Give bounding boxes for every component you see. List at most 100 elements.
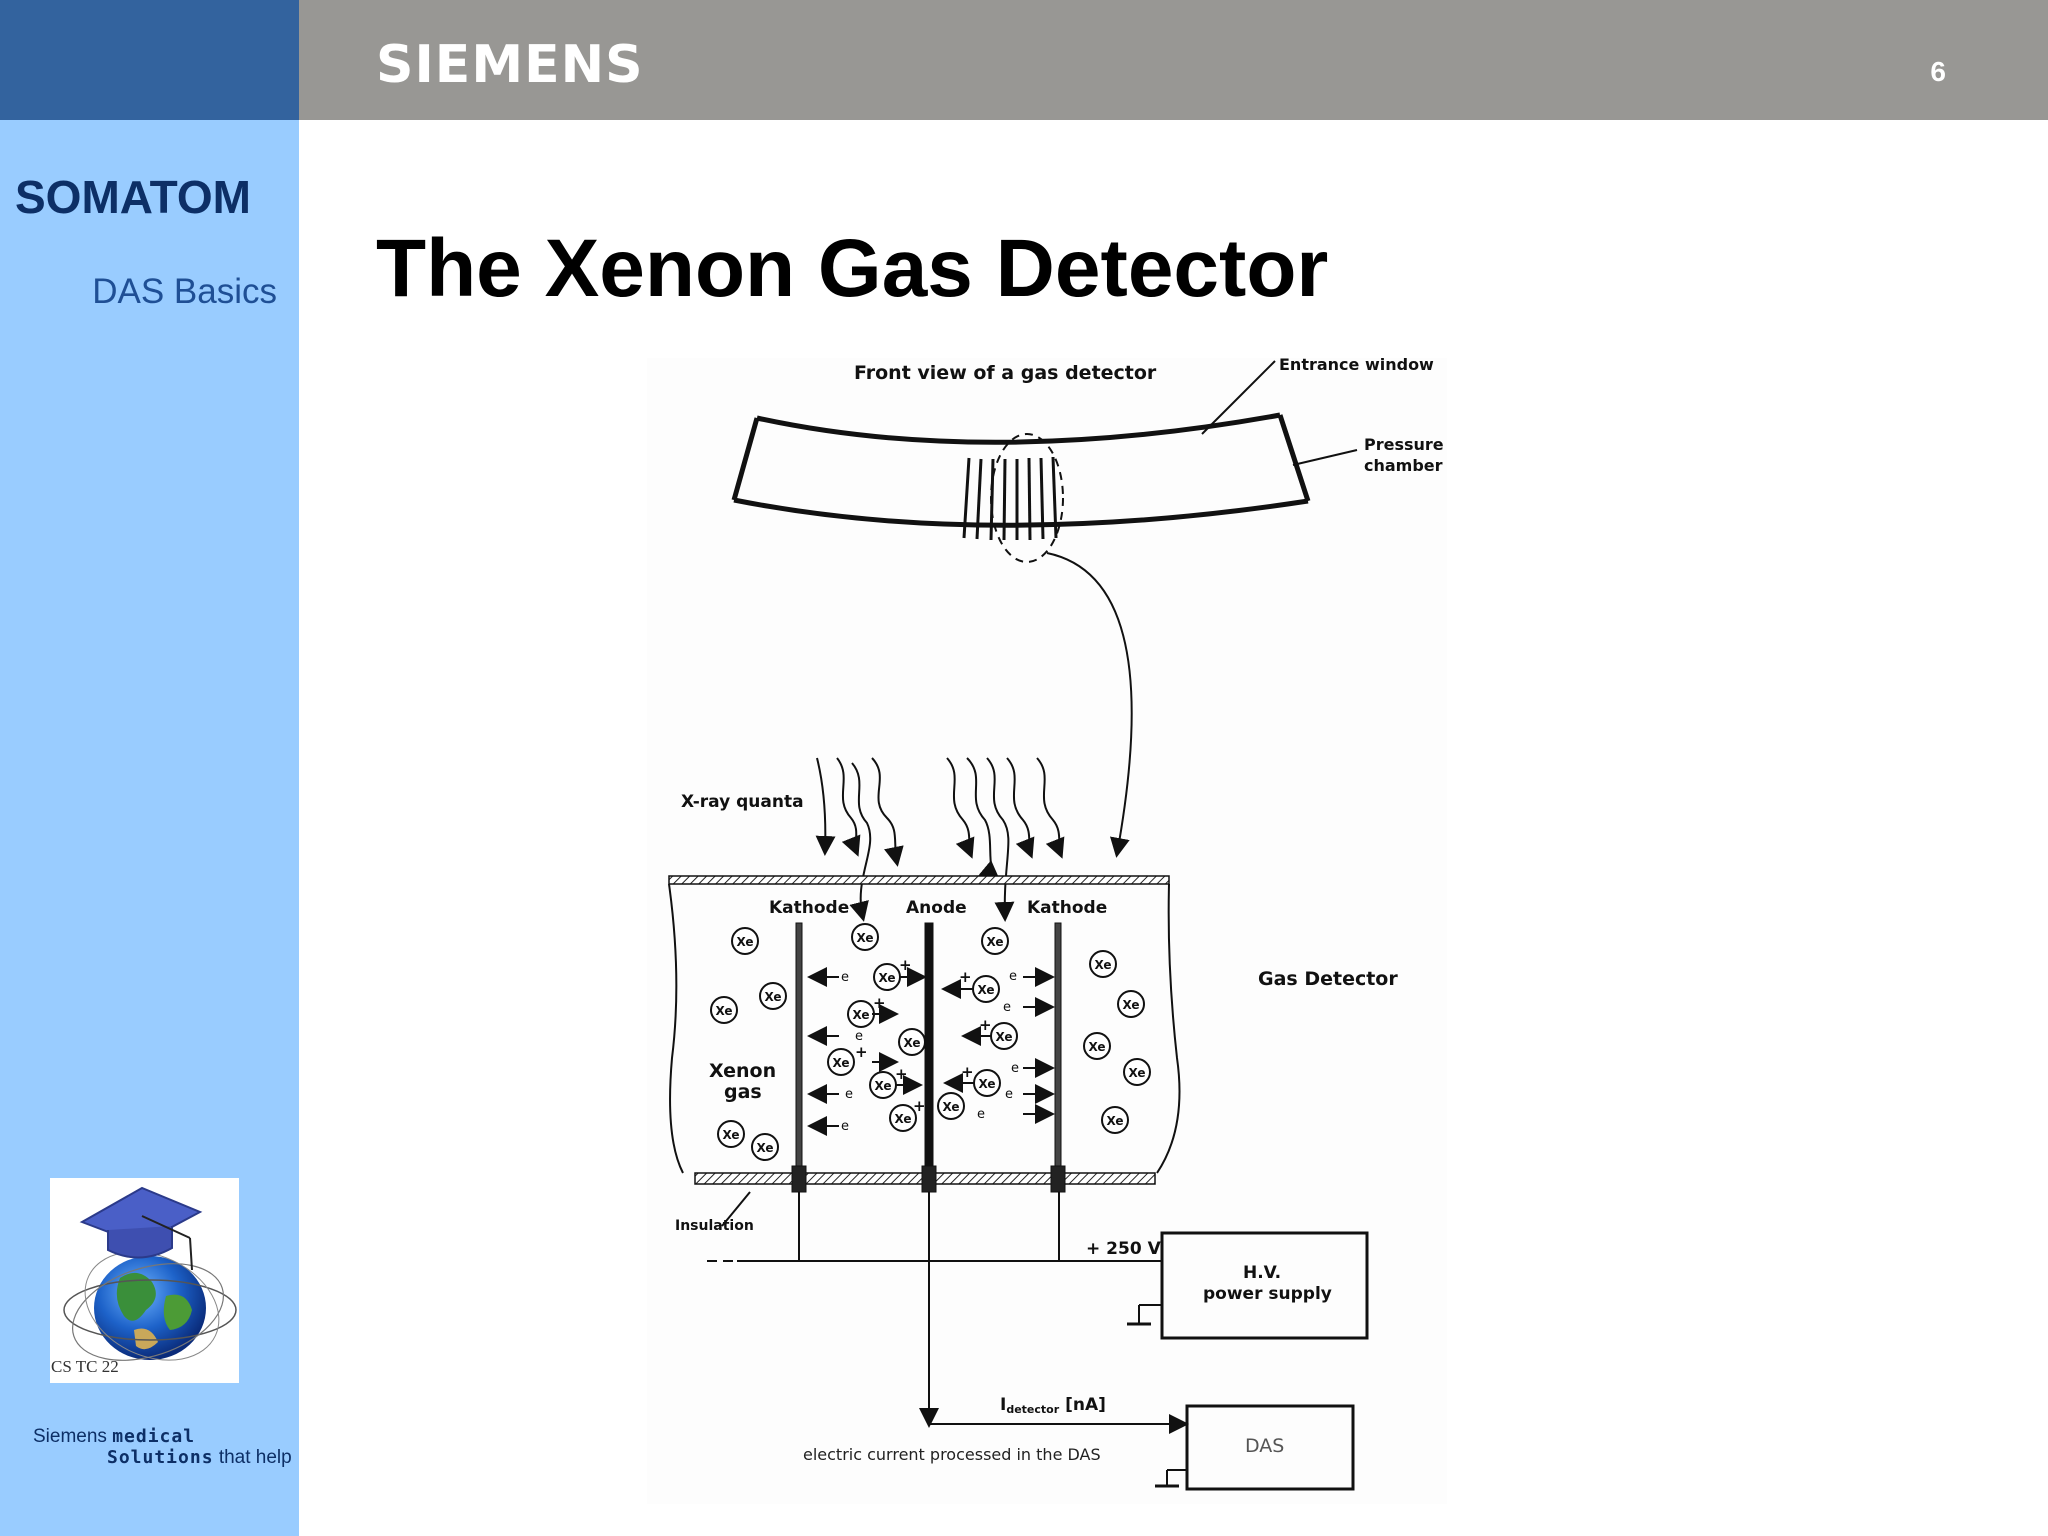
detail-pointer-arrow bbox=[1046, 552, 1133, 858]
xe-atom-label: Xe bbox=[1094, 958, 1111, 972]
xe-atom: Xe bbox=[717, 1120, 745, 1148]
product-name: SOMATOM bbox=[15, 171, 251, 223]
left-kathode-plate bbox=[795, 922, 803, 1174]
section-name: DAS Basics bbox=[92, 272, 277, 311]
xe-atom-label: Xe bbox=[903, 1036, 920, 1050]
xenon-label: Xenon bbox=[709, 1060, 776, 1082]
tagline-line2: Solutions that help bbox=[107, 1447, 292, 1469]
ion-plus-label: + bbox=[895, 1065, 908, 1083]
ion-plus-label: + bbox=[959, 968, 972, 986]
current-unit: [nA] bbox=[1059, 1395, 1106, 1415]
ion-plus-label: + bbox=[899, 956, 912, 974]
xe-atom-label: Xe bbox=[878, 971, 895, 985]
chamber-label: chamber bbox=[1364, 456, 1443, 475]
header-bar bbox=[299, 0, 2048, 120]
xe-atom: Xe bbox=[1101, 1106, 1129, 1134]
ion-plus-label: + bbox=[855, 1043, 868, 1061]
electron-label: e bbox=[1005, 1087, 1013, 1102]
gas-detector-label: Gas Detector bbox=[1258, 968, 1398, 990]
xe-atom: Xe bbox=[873, 963, 901, 991]
right-kathode-plate bbox=[1054, 922, 1062, 1174]
gas-label: gas bbox=[724, 1081, 762, 1103]
xe-atom: Xe bbox=[751, 1133, 779, 1161]
logo-caption: CS TC 22 bbox=[51, 1357, 119, 1376]
xe-atom-label: Xe bbox=[942, 1100, 959, 1114]
das-label: DAS bbox=[1245, 1435, 1284, 1457]
header-brand-block bbox=[0, 0, 299, 120]
electron-label: e bbox=[855, 1029, 863, 1044]
gas-detector-schematic: Xe Xe Xe Xe Xe Xe Xe Xe Xe Xe Xe Xe Xe X… bbox=[668, 355, 1444, 1491]
current-subscript: detector bbox=[1006, 1403, 1059, 1416]
ion-plus-label: + bbox=[913, 1097, 926, 1115]
electron-label: e bbox=[977, 1107, 985, 1122]
electron-label: e bbox=[1003, 1000, 1011, 1015]
xe-atom-label: Xe bbox=[722, 1128, 739, 1142]
xe-atom: Xe bbox=[990, 1022, 1018, 1050]
xe-atom-label: Xe bbox=[856, 931, 873, 945]
front-view-label: Front view of a gas detector bbox=[854, 362, 1157, 384]
hv-label-line1: H.V. bbox=[1243, 1263, 1281, 1283]
electron-label: e bbox=[841, 970, 849, 985]
entrance-window-label: Entrance window bbox=[1279, 358, 1434, 374]
xe-atom: Xe bbox=[898, 1028, 926, 1056]
pressure-label: Pressure bbox=[1364, 435, 1444, 454]
globe-graduation-cap-icon bbox=[63, 1186, 237, 1361]
detector-current-label: Idetector [nA] bbox=[1000, 1395, 1106, 1416]
voltage-label: + 250 V bbox=[1086, 1239, 1162, 1259]
xe-atom-label: Xe bbox=[874, 1079, 891, 1093]
xe-atom-label: Xe bbox=[715, 1004, 732, 1018]
xe-atom-label: Xe bbox=[1088, 1040, 1105, 1054]
chamber-top-window bbox=[668, 875, 1170, 885]
insulation-label: Insulation bbox=[675, 1218, 754, 1234]
tagline-siemens: Siemens bbox=[33, 1426, 113, 1447]
xe-atom: Xe bbox=[889, 1104, 917, 1132]
xe-atom: Xe bbox=[731, 927, 759, 955]
xe-atom-label: Xe bbox=[894, 1112, 911, 1126]
xe-atom: Xe bbox=[1089, 950, 1117, 978]
xe-atom: Xe bbox=[973, 1069, 1001, 1097]
training-globe-logo bbox=[50, 1178, 239, 1383]
xe-atom: Xe bbox=[972, 975, 1000, 1003]
xe-atom: Xe bbox=[851, 923, 879, 951]
anode-plate bbox=[924, 922, 934, 1174]
xe-atom-label: Xe bbox=[736, 935, 753, 949]
xe-atom: Xe bbox=[759, 982, 787, 1010]
slide-title: The Xenon Gas Detector bbox=[376, 223, 1329, 314]
page-number: 6 bbox=[1930, 56, 1946, 87]
tagline-medical: medical bbox=[112, 1426, 196, 1447]
xe-atom-label: Xe bbox=[995, 1030, 1012, 1044]
xray-quanta-label: X-ray quanta bbox=[681, 792, 804, 812]
tagline-solutions: Solutions bbox=[107, 1447, 214, 1468]
xe-atom: Xe bbox=[981, 927, 1009, 955]
ion-plus-label: + bbox=[979, 1016, 992, 1034]
detector-back-edge bbox=[733, 497, 1309, 528]
tagline-line1: Siemens medical bbox=[33, 1426, 195, 1448]
hv-label-line2: power supply bbox=[1203, 1284, 1332, 1304]
xe-atom: Xe bbox=[710, 996, 738, 1024]
hv-power-supply-box bbox=[1160, 1231, 1369, 1340]
xe-atom: Xe bbox=[1083, 1032, 1111, 1060]
xe-atom-label: Xe bbox=[832, 1056, 849, 1070]
ion-plus-label: + bbox=[961, 1063, 974, 1081]
xe-atom: Xe bbox=[1123, 1058, 1151, 1086]
xe-atom-label: Xe bbox=[1106, 1114, 1123, 1128]
xe-atom-label: Xe bbox=[978, 1077, 995, 1091]
gas-detector-diagram: Xe Xe Xe Xe Xe Xe Xe Xe Xe Xe Xe Xe Xe X… bbox=[647, 355, 1447, 1504]
das-note-label: electric current processed in the DAS bbox=[803, 1445, 1101, 1464]
siemens-logo: SIEMENS bbox=[376, 35, 644, 95]
xe-atom: Xe bbox=[937, 1092, 965, 1120]
kathode-right-label: Kathode bbox=[1027, 898, 1107, 918]
current-symbol: I bbox=[1000, 1395, 1006, 1415]
electron-label: e bbox=[845, 1087, 853, 1102]
xe-atom-label: Xe bbox=[1128, 1066, 1145, 1080]
xe-atom-label: Xe bbox=[852, 1008, 869, 1022]
xe-atom-label: Xe bbox=[756, 1141, 773, 1155]
detector-window-edge bbox=[756, 412, 1281, 445]
xe-atom-label: Xe bbox=[1122, 998, 1139, 1012]
ion-plus-label: + bbox=[873, 994, 886, 1012]
xe-atom: Xe bbox=[1117, 990, 1145, 1018]
kathode-left-label: Kathode bbox=[769, 898, 849, 918]
tagline-that-help: that help bbox=[213, 1447, 292, 1468]
xe-atom-label: Xe bbox=[764, 990, 781, 1004]
anode-label: Anode bbox=[906, 898, 967, 918]
